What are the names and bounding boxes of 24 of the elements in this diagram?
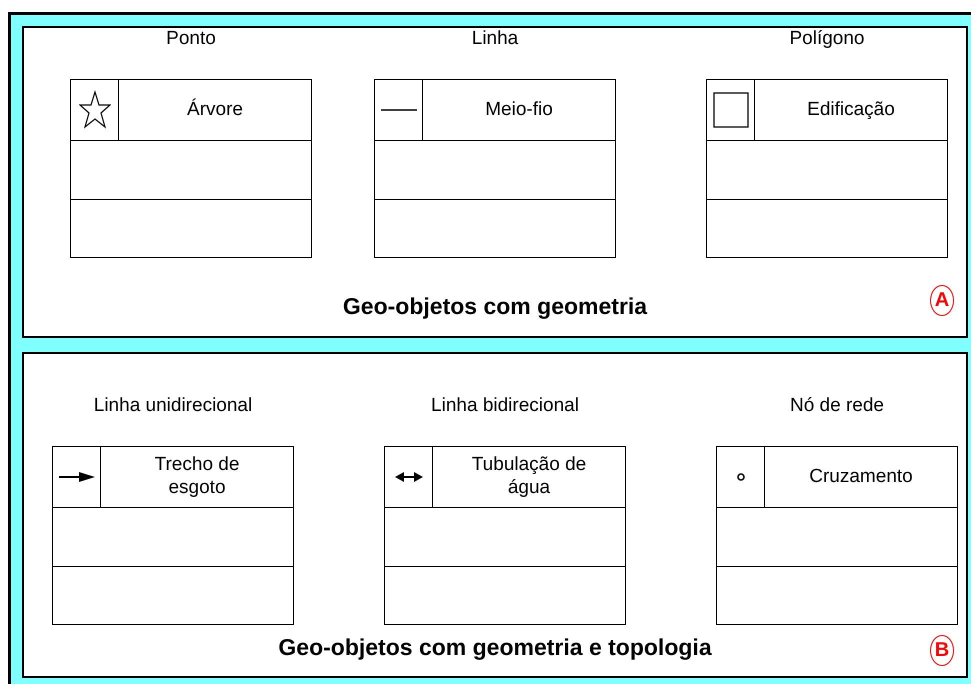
class-table xyxy=(716,395,958,625)
panel xyxy=(22,26,968,338)
panel-title: Geo-objetos com geometria xyxy=(342,293,648,320)
class-table xyxy=(70,28,312,258)
class-name: Meio-fio xyxy=(484,98,554,122)
class-name: Cruzamento xyxy=(808,464,914,489)
class-name: Tubulação de água xyxy=(470,453,588,500)
class-name: Trecho de esgoto xyxy=(154,453,240,500)
geometry-type-label: Ponto xyxy=(165,28,217,50)
class-table xyxy=(374,28,616,258)
class-table xyxy=(52,395,294,625)
circled-letter: A xyxy=(930,285,954,316)
geometry-type-label: Linha bidirecional xyxy=(430,395,580,417)
class-name: Edificação xyxy=(806,98,896,122)
class-table xyxy=(384,395,626,625)
panel xyxy=(22,352,968,678)
class-name: Árvore xyxy=(186,98,244,122)
geometry-type-label: Linha unidirecional xyxy=(92,395,254,417)
geometry-type-label: Linha xyxy=(470,28,520,50)
circled-letter: B xyxy=(930,635,954,666)
class-table xyxy=(706,28,948,258)
geometry-type-label: Polígono xyxy=(788,28,866,50)
panel-title: Geo-objetos com geometria e topologia xyxy=(277,634,713,661)
geometry-type-label: Nó de rede xyxy=(788,395,885,417)
